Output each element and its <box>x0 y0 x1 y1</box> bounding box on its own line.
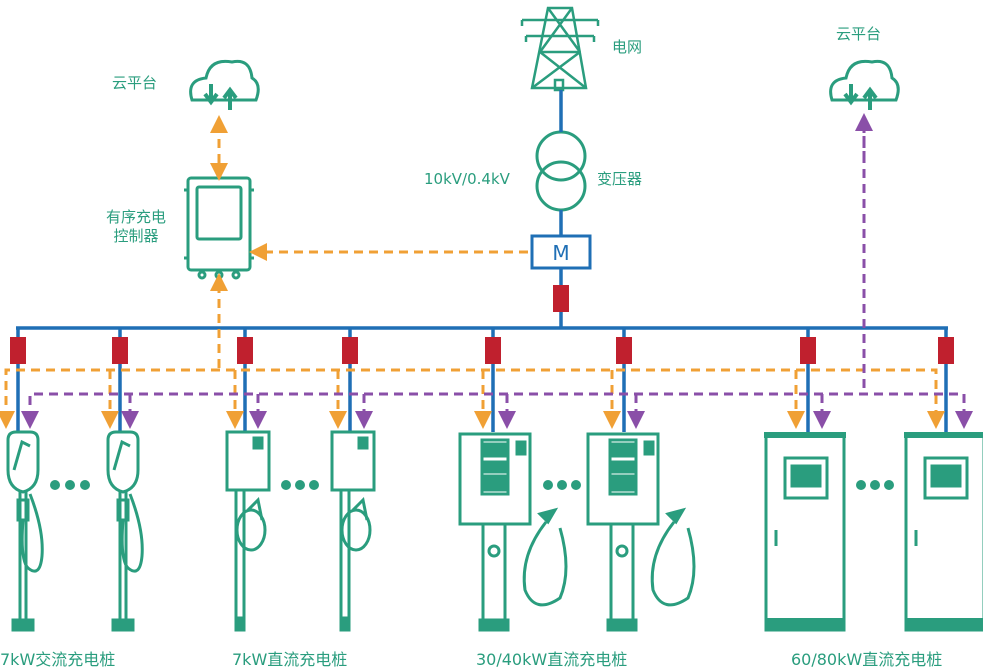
group-caption-dc60-80: 60/80kW直流充电桩 <box>791 650 943 669</box>
grid-label: 电网 <box>612 38 643 56</box>
group-caption-dc7: 7kW直流充电桩 <box>232 650 348 669</box>
cloud-label-right: 云平台 <box>836 25 882 43</box>
controller-label: 有序充电 控制器 <box>96 208 176 246</box>
transformer-icon <box>535 130 587 212</box>
transmission-tower-icon <box>520 6 600 92</box>
dc-wallbox-icon <box>225 430 271 632</box>
dc-cabinet-icon <box>764 432 846 632</box>
group-caption-ac7: 7kW交流充电桩 <box>0 650 116 669</box>
controller-label-line2: 控制器 <box>113 226 159 245</box>
dc-wallbox-icon <box>330 430 376 632</box>
dc-cabinet-icon <box>902 430 983 632</box>
meter-label: M <box>552 241 569 265</box>
dc-pedestal-icon <box>458 432 568 632</box>
ac-charger-icon <box>106 430 144 632</box>
group-caption-dc30-40: 30/40kW直流充电桩 <box>476 650 628 669</box>
cloud-icon <box>189 59 260 110</box>
ellipsis-icon <box>856 480 894 490</box>
cloud-label-left: 云平台 <box>112 74 158 92</box>
controller-icon <box>184 176 254 280</box>
dc-pedestal-icon <box>586 432 696 632</box>
ellipsis-icon <box>543 480 581 490</box>
controller-label-line1: 有序充电 <box>105 208 166 226</box>
cloud-icon <box>829 59 900 110</box>
ellipsis-icon <box>281 480 319 490</box>
ac-charger-icon <box>6 430 44 632</box>
transformer-label: 变压器 <box>597 170 643 188</box>
voltage-label: 10kV/0.4kV <box>424 170 510 188</box>
breaker-icon <box>10 285 954 364</box>
meter-icon: M <box>530 234 592 270</box>
ellipsis-icon <box>50 480 90 490</box>
